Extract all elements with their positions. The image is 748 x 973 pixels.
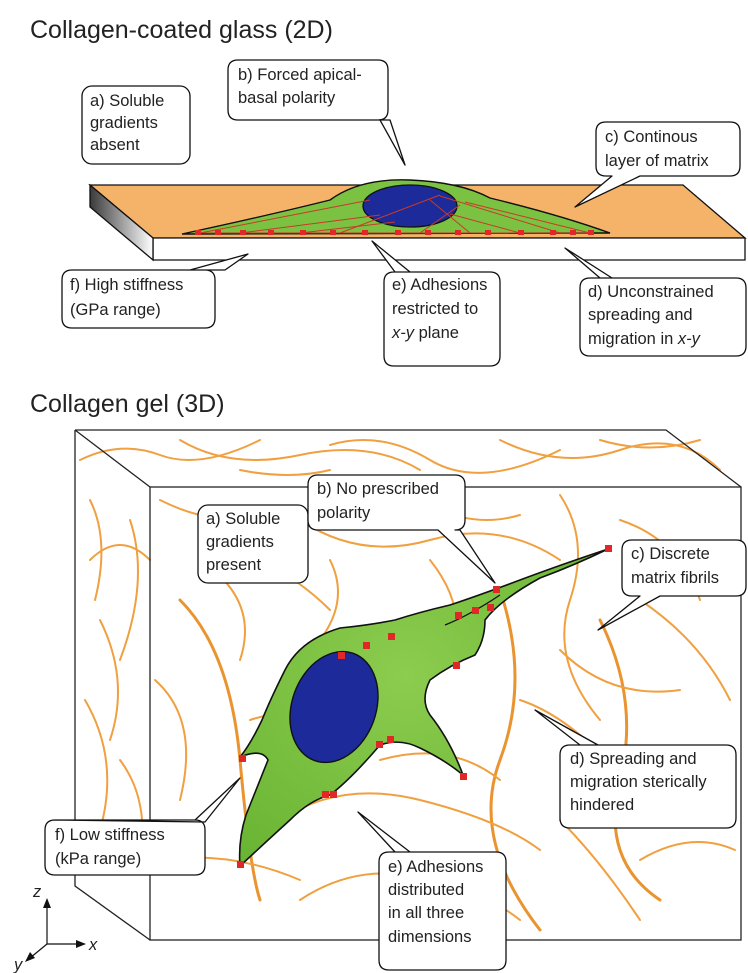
- svg-text:x-y plane: x-y plane: [391, 324, 459, 342]
- callout-2d-b: b) Forced apical- basal polarity: [228, 60, 405, 165]
- svg-text:dimensions: dimensions: [388, 928, 471, 946]
- svg-text:e) Adhesions: e) Adhesions: [388, 858, 483, 876]
- svg-text:hindered: hindered: [570, 796, 634, 814]
- callout-3d-b: b) No prescribed polarity: [308, 475, 495, 583]
- svg-text:e) Adhesions: e) Adhesions: [392, 276, 487, 294]
- svg-text:f) Low stiffness: f) Low stiffness: [55, 826, 165, 844]
- panel-2d-title: Collagen-coated glass (2D): [30, 16, 333, 44]
- svg-text:distributed: distributed: [388, 881, 464, 899]
- z-arrow-icon: [43, 898, 51, 908]
- svg-text:a) Soluble: a) Soluble: [206, 510, 280, 528]
- axis-y-label: y: [13, 956, 24, 973]
- svg-text:(GPa range): (GPa range): [70, 301, 161, 319]
- svg-text:c) Continous: c) Continous: [605, 128, 698, 146]
- svg-text:present: present: [206, 556, 261, 574]
- svg-text:matrix fibrils: matrix fibrils: [631, 569, 719, 587]
- svg-text:c) Discrete: c) Discrete: [631, 545, 710, 563]
- x-arrow-icon: [76, 940, 86, 948]
- svg-text:polarity: polarity: [317, 504, 371, 522]
- gel-top-left-edge: [75, 430, 150, 487]
- svg-text:f) High stiffness: f) High stiffness: [70, 276, 183, 294]
- axis-z-label: z: [32, 883, 42, 901]
- callout-2d-a: a) Soluble gradients absent: [82, 86, 190, 164]
- callout-3d-f: f) Low stiffness (kPa range): [45, 778, 240, 875]
- cell-3d: [237, 545, 612, 868]
- svg-text:gradients: gradients: [90, 114, 158, 132]
- svg-text:d) Unconstrained: d) Unconstrained: [588, 283, 714, 301]
- svg-text:b) No prescribed: b) No prescribed: [317, 480, 439, 498]
- svg-text:a) Soluble: a) Soluble: [90, 92, 164, 110]
- svg-text:gradients: gradients: [206, 533, 274, 551]
- callout-3d-a: a) Soluble gradients present: [198, 505, 308, 583]
- panel-3d-title: Collagen gel (3D): [30, 390, 225, 418]
- svg-text:migration sterically: migration sterically: [570, 773, 707, 791]
- axis-x-label: x: [88, 936, 98, 954]
- callout-2d-d: d) Unconstrained spreading and migration…: [565, 248, 746, 356]
- y-arrow-icon: [25, 952, 35, 962]
- callout-3d-d: d) Spreading and migration sterically hi…: [535, 710, 736, 828]
- svg-text:restricted to: restricted to: [392, 300, 478, 318]
- axis-triad: z x y: [13, 883, 98, 973]
- callout-2d-f: f) High stiffness (GPa range): [62, 254, 248, 328]
- svg-text:d) Spreading and: d) Spreading and: [570, 750, 697, 768]
- callout-3d-c: c) Discrete matrix fibrils: [598, 540, 746, 630]
- svg-text:layer of matrix: layer of matrix: [605, 152, 709, 170]
- svg-text:b) Forced apical-: b) Forced apical-: [238, 66, 362, 84]
- svg-text:migration in x-y: migration in x-y: [588, 330, 702, 348]
- svg-text:basal polarity: basal polarity: [238, 89, 336, 107]
- svg-text:in all three: in all three: [388, 904, 464, 922]
- callout-3d-e: e) Adhesions distributed in all three di…: [358, 812, 506, 970]
- svg-text:absent: absent: [90, 136, 140, 154]
- svg-text:(kPa range): (kPa range): [55, 850, 141, 868]
- svg-text:spreading and: spreading and: [588, 306, 693, 324]
